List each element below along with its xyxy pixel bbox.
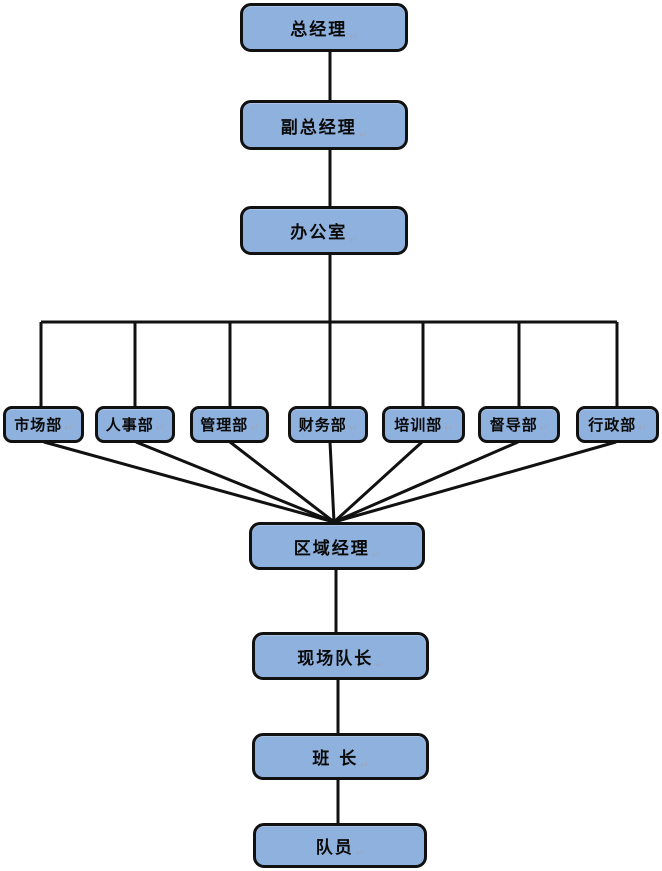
node-site-captain[interactable]: 现场队长↵ [252,632,429,680]
connector-line [229,440,335,524]
paragraph-mark-icon: ↵ [539,423,549,434]
connector-line [333,440,617,524]
connector-line [135,440,335,524]
paragraph-mark-icon: ↵ [155,423,165,434]
node-label: 办公室 [290,223,348,243]
node-label: 管理部 [200,416,249,434]
connector-line [328,441,336,523]
node-label: 副总经理 [280,117,357,138]
node-department-marketing[interactable]: 市场部↵ [3,406,84,443]
paragraph-mark-icon: ↵ [64,423,73,434]
paragraph-mark-icon: ↵ [250,423,259,434]
node-squad-leader[interactable]: 班 长↵ [252,733,429,780]
paragraph-mark-icon: ↵ [358,130,368,141]
node-label: 行政部 [588,416,637,434]
paragraph-mark-icon: ↵ [371,550,381,561]
node-department-supervision[interactable]: 督导部↵ [478,406,560,443]
paragraph-mark-icon: ↵ [444,423,453,434]
connector-line [43,440,335,524]
paragraph-mark-icon: ↵ [348,423,358,434]
node-label: 总经理 [290,20,348,40]
paragraph-mark-icon: ↵ [360,760,369,771]
node-label: 培训部 [394,416,443,434]
node-label: 市场部 [14,416,63,434]
node-label: 区域经理 [293,538,370,559]
node-office[interactable]: 办公室↵ [240,206,408,255]
node-department-hr[interactable]: 人事部↵ [95,406,175,443]
node-label: 队员 [315,838,354,858]
connector-line [333,440,519,524]
connector-line [332,440,424,524]
node-department-training[interactable]: 培训部↵ [382,406,465,443]
node-label: 财务部 [298,416,347,434]
node-regional-manager[interactable]: 区域经理↵ [249,522,425,570]
paragraph-mark-icon: ↵ [638,423,647,434]
node-general-manager[interactable]: 总经理↵ [240,3,408,52]
node-department-administration[interactable]: 行政部↵ [576,406,659,443]
node-department-finance[interactable]: 财务部↵ [288,406,368,443]
node-label: 班 长 [312,749,359,769]
paragraph-mark-icon: ↵ [355,848,365,859]
node-department-management[interactable]: 管理部↵ [190,406,269,443]
paragraph-mark-icon: ↵ [349,235,358,246]
node-label: 督导部 [489,416,538,434]
node-label: 人事部 [105,416,154,434]
node-label: 现场队长 [297,648,374,669]
paragraph-mark-icon: ↵ [349,32,358,43]
node-deputy-general-manager[interactable]: 副总经理↵ [240,100,408,150]
node-team-member[interactable]: 队员↵ [253,823,427,868]
paragraph-mark-icon: ↵ [375,660,384,671]
